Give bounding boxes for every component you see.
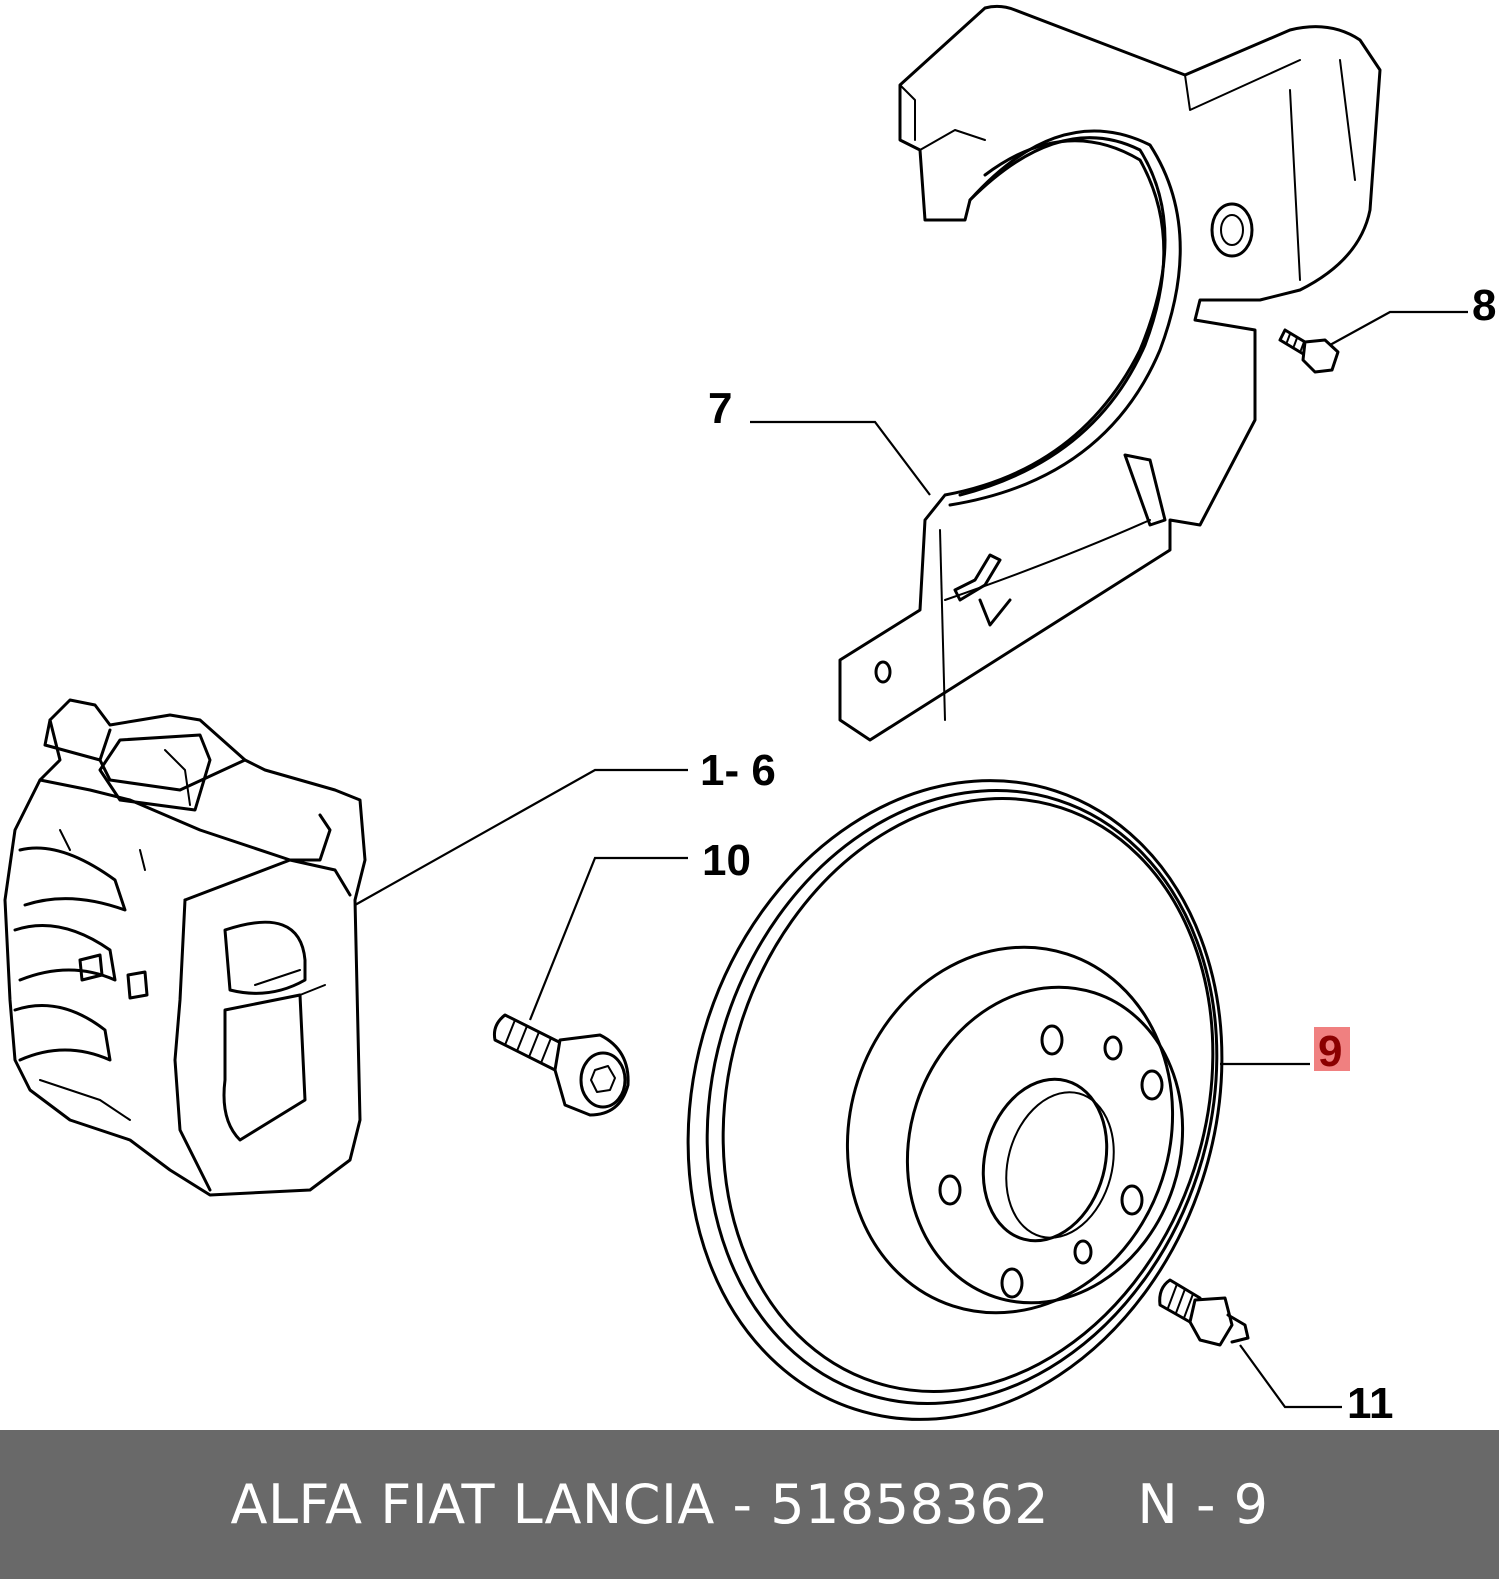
disc-screw-part <box>1158 1278 1250 1347</box>
callout-disc: 9 <box>1318 1027 1342 1076</box>
footer-ref: N - 9 <box>1137 1473 1269 1536</box>
leader-line-shield <box>750 420 931 496</box>
shield-bolt-part <box>1278 328 1340 374</box>
callout-highlight-box <box>1314 1027 1350 1071</box>
caliper-bolt-part <box>493 1013 630 1117</box>
exploded-parts-diagram: 1- 6 10 7 8 9 11 <box>3 4 1496 1428</box>
leader-line-shield-bolt <box>1329 310 1468 346</box>
footer-caption: ALFA FIAT LANCIA - 51858362 N - 9 <box>231 1473 1269 1536</box>
footer-part-number: 51858362 <box>770 1473 1050 1536</box>
callout-disc-screw: 11 <box>1347 1379 1394 1428</box>
footer-gap <box>1049 1473 1137 1536</box>
callout-shield-bolt: 8 <box>1472 281 1496 330</box>
brake-disc-part <box>686 779 1224 1421</box>
callout-caliper: 1- 6 <box>700 746 776 795</box>
footer-separator: - <box>714 1473 771 1536</box>
footer-brand: ALFA FIAT LANCIA <box>230 1473 715 1536</box>
leader-line-disc-screw <box>1239 1344 1342 1409</box>
leader-line-caliper <box>354 768 688 906</box>
footer-bar: ALFA FIAT LANCIA - 51858362 N - 9 <box>0 1430 1499 1579</box>
leader-line-caliper-bolt <box>528 856 688 1021</box>
caliper-part <box>3 698 367 1197</box>
dust-shield-part <box>838 4 1382 742</box>
callout-caliper-bolt: 10 <box>702 836 751 885</box>
callout-shield: 7 <box>708 384 732 433</box>
